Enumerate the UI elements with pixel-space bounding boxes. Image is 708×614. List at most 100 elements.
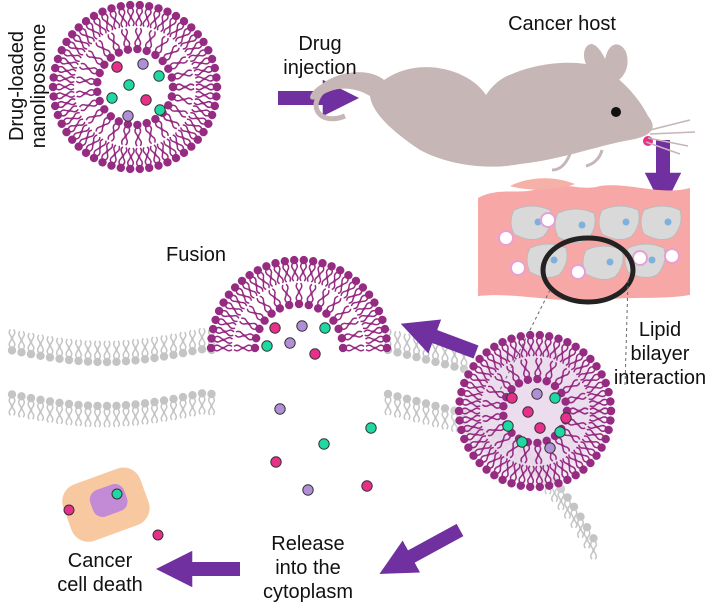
- tissue-liposome: [632, 250, 648, 266]
- drug-loaded-nanoliposome: [48, 0, 222, 175]
- lipid: [588, 533, 599, 561]
- lipid: [206, 343, 233, 353]
- nanoliposome-label: Drug-loaded nanoliposome: [6, 23, 50, 149]
- tissue-cell-nucleus: [648, 256, 656, 264]
- lipid: [197, 388, 207, 416]
- drug-molecule: [318, 438, 330, 450]
- release-label: Release into the cytoplasm: [262, 533, 354, 603]
- tissue-liposome: [664, 248, 680, 264]
- lipid: [161, 98, 190, 120]
- tissue-cell: [598, 205, 640, 240]
- drug-molecule: [296, 320, 308, 332]
- drug-molecule: [502, 420, 514, 432]
- tissue-liposome: [498, 230, 514, 246]
- lipid: [64, 399, 74, 426]
- drug-molecule: [137, 58, 149, 70]
- lipid: [233, 343, 260, 353]
- lipid: [402, 393, 412, 421]
- tissue-cell: [582, 245, 624, 280]
- lipid: [54, 337, 65, 364]
- drug-injection-label: Drug injection: [283, 33, 357, 79]
- tissue-cell-nucleus: [622, 218, 630, 226]
- lipid: [132, 119, 144, 147]
- lipid: [149, 397, 160, 424]
- lipid: [140, 337, 150, 365]
- drug-molecule: [319, 322, 331, 334]
- drug-molecule: [361, 480, 373, 492]
- lipid: [26, 393, 36, 420]
- lipid: [392, 391, 403, 419]
- lipid: [187, 390, 198, 417]
- lipid: [297, 254, 309, 283]
- lipid: [64, 338, 74, 365]
- lipid: [121, 400, 131, 427]
- lipid: [168, 333, 179, 360]
- lipid: [121, 339, 131, 367]
- lipid: [111, 400, 122, 428]
- lipid: [84, 48, 111, 72]
- drug-molecule: [152, 529, 164, 541]
- lipid: [289, 254, 301, 283]
- lipid: [130, 399, 141, 427]
- drug-molecule: [261, 340, 273, 352]
- lipid: [16, 330, 27, 358]
- drug-molecule: [140, 94, 152, 106]
- tissue-liposome: [540, 212, 556, 228]
- lipid: [168, 393, 179, 421]
- zoom-line: [499, 289, 551, 391]
- lipid: [45, 396, 55, 424]
- lipid: [7, 389, 17, 417]
- drug-molecule: [122, 110, 134, 122]
- lipid: [133, 146, 145, 175]
- lipid: [392, 330, 403, 358]
- tissue-cell: [640, 205, 682, 240]
- lipid: [54, 397, 65, 425]
- lipid: [159, 334, 169, 362]
- drug-molecule: [269, 322, 281, 334]
- tissue-cell-nucleus: [606, 258, 614, 266]
- lipid: [125, 0, 137, 28]
- lipid: [178, 331, 188, 359]
- magnifier-ring-icon: [540, 235, 636, 305]
- lipid: [83, 339, 93, 367]
- drug-molecule: [153, 70, 165, 82]
- lipid: [7, 328, 17, 356]
- lipid: [75, 74, 103, 88]
- drug-molecule: [560, 412, 572, 424]
- drug-molecule: [111, 61, 123, 73]
- lipid: [149, 336, 160, 363]
- lipid: [111, 340, 122, 367]
- drug-molecule: [111, 488, 123, 500]
- lipid: [45, 335, 55, 363]
- drug-molecule: [534, 422, 546, 434]
- drug-molecule: [309, 348, 321, 360]
- arrow-icon: [379, 523, 464, 574]
- lipid: [130, 338, 141, 366]
- lipid: [197, 327, 207, 355]
- lipid: [168, 82, 195, 92]
- cancer-cell-icon: [62, 467, 150, 542]
- lipid: [195, 82, 222, 92]
- arrow-icon: [400, 319, 479, 359]
- drug-molecule: [554, 426, 566, 438]
- lipid: [92, 340, 103, 367]
- drug-molecule: [516, 436, 528, 448]
- drug-molecule: [531, 388, 543, 400]
- tissue-cell-nucleus: [578, 221, 586, 229]
- mouse-icon: [310, 44, 696, 172]
- drug-molecule: [123, 79, 135, 91]
- lipid: [421, 337, 431, 365]
- released-drugs: [270, 403, 377, 496]
- lipid: [421, 398, 431, 426]
- tissue-cell-nucleus: [534, 218, 542, 226]
- tissue-cell-nucleus: [664, 218, 672, 226]
- lipid: [383, 389, 393, 416]
- lipid: [187, 329, 198, 357]
- lipid: [83, 400, 93, 428]
- lipid: [35, 394, 46, 422]
- drug-molecule: [549, 392, 561, 404]
- drug-molecule: [302, 484, 314, 496]
- lipid: [84, 102, 111, 126]
- lipid: [133, 0, 145, 28]
